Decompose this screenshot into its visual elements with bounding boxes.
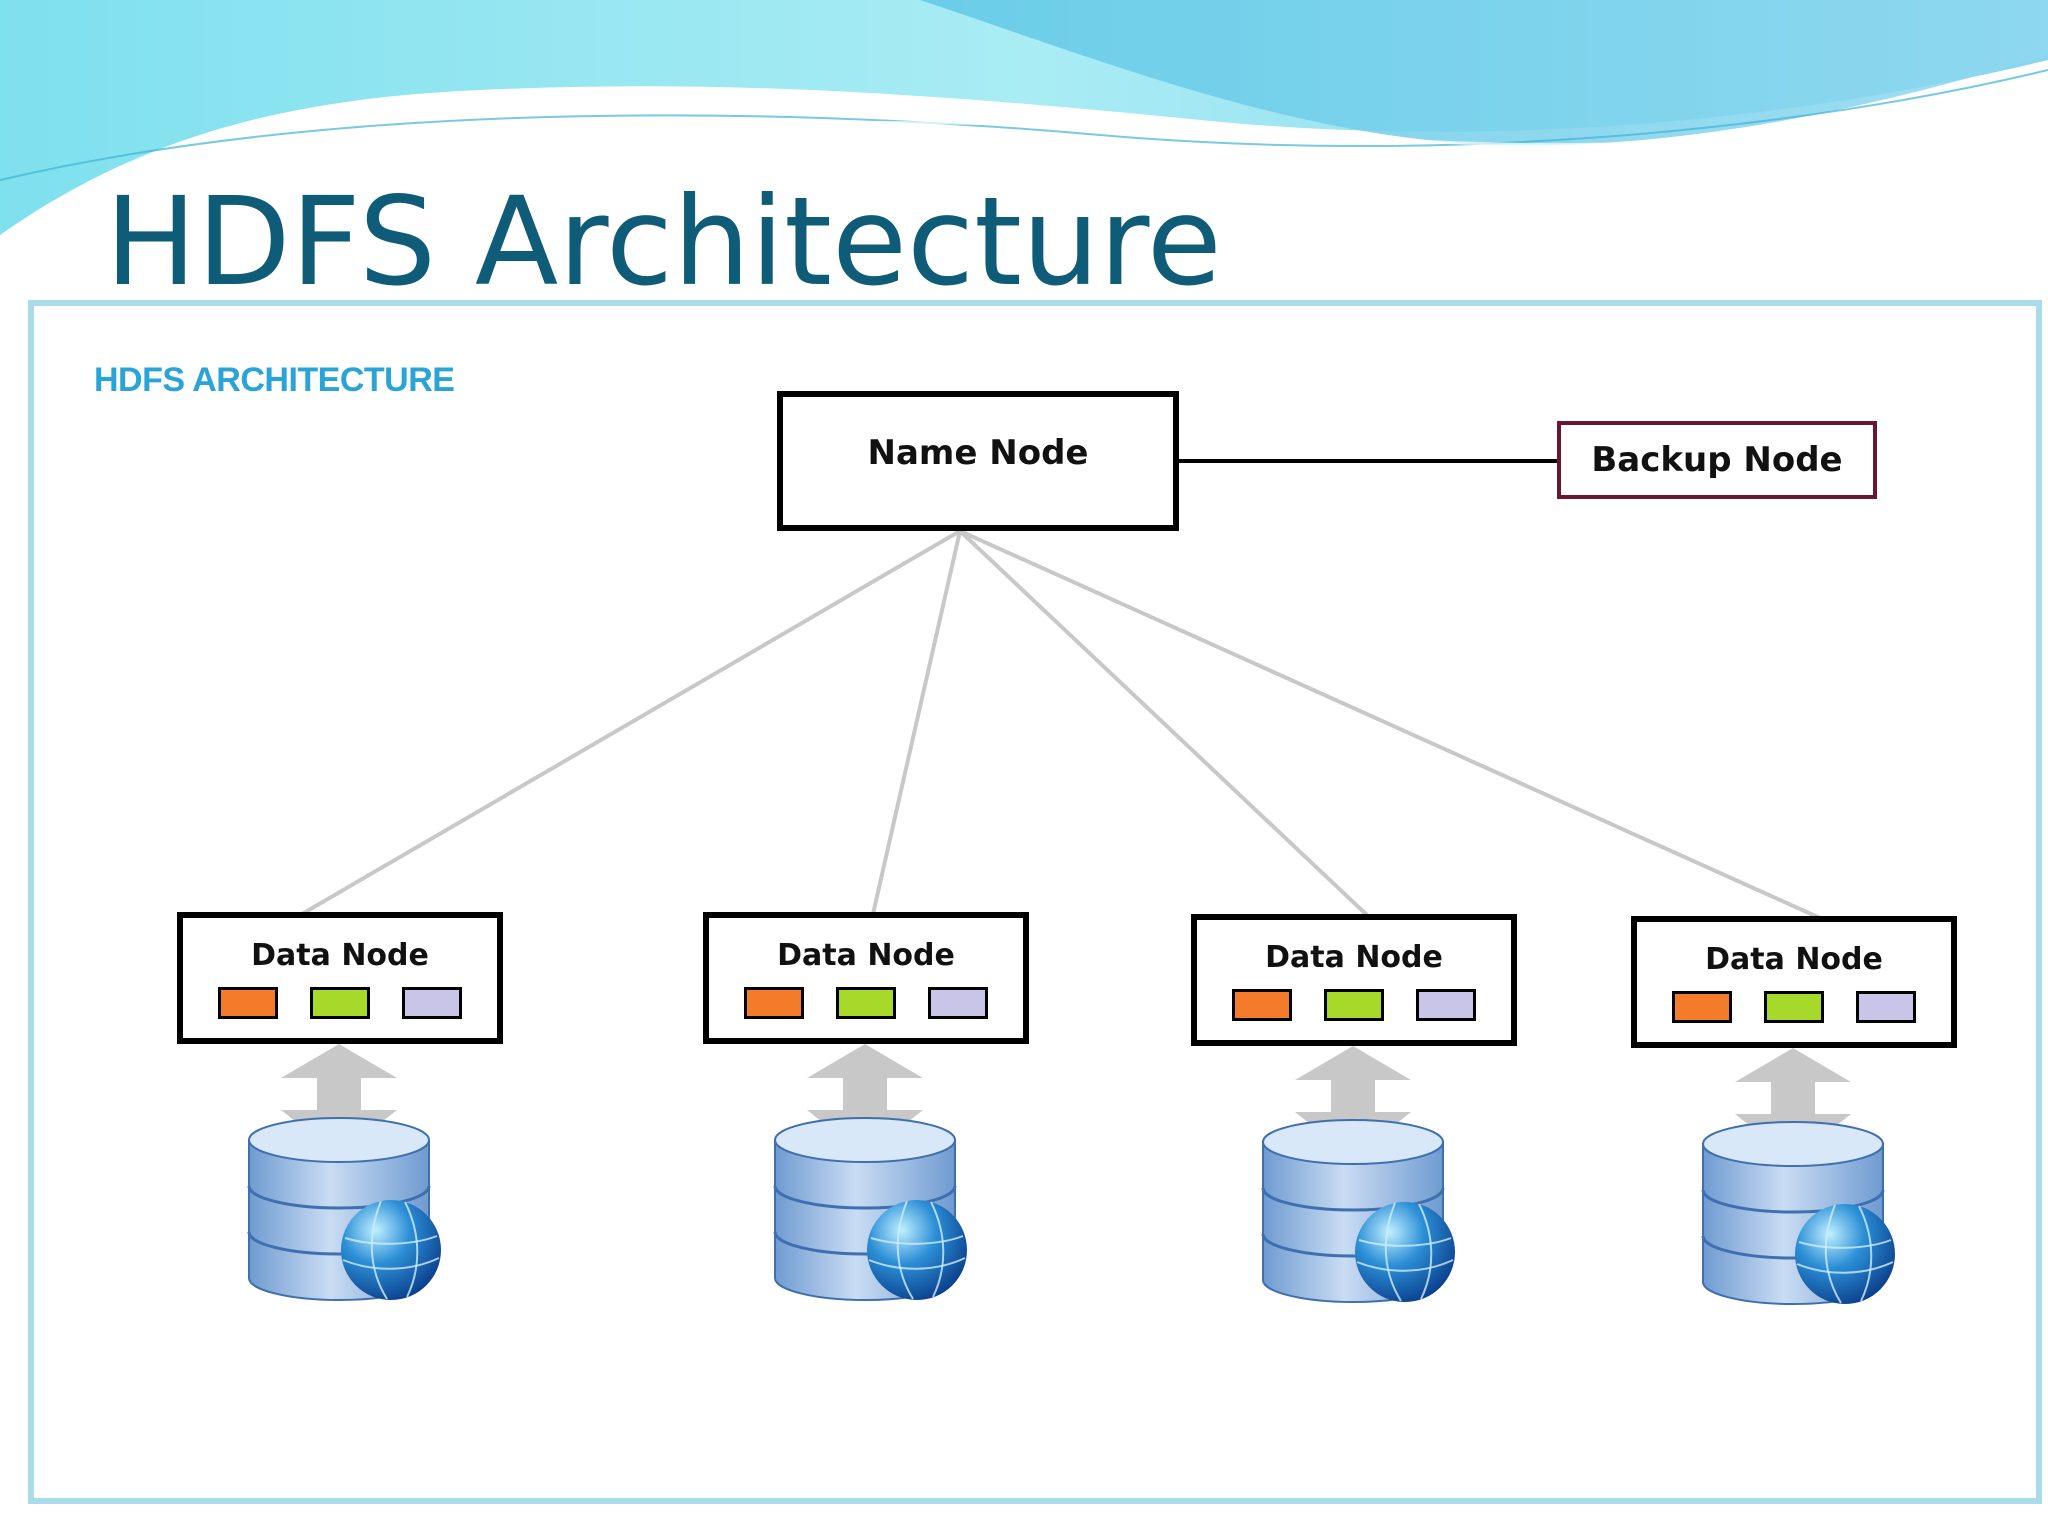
namenode-datanode-4-connector [959,529,1821,920]
name-node: Name Node [777,391,1179,531]
data-block-orange [1232,989,1292,1021]
globe-icon [1355,1202,1455,1302]
globe-icon [341,1200,441,1300]
data-node-label: Data Node [777,938,955,973]
data-block-lavender [402,987,462,1019]
diagram-heading: HDFS ARCHITECTURE [94,361,455,399]
globe-icon [867,1200,967,1300]
data-block-green [1324,989,1384,1021]
storage-unit-2 [773,1044,967,1301]
namenode-datanode-2-connector [871,530,962,915]
data-node-2: Data Node [703,912,1029,1044]
data-block-green [310,987,370,1019]
header-wave-decoration [0,0,2048,235]
data-node-label: Data Node [251,938,429,973]
data-node-label: Data Node [1705,942,1883,977]
data-blocks [183,987,497,1019]
storage-unit-1 [247,1044,441,1301]
data-node-1: Data Node [177,912,503,1044]
storage-unit-4 [1701,1048,1895,1305]
data-blocks [709,987,1023,1019]
database-icon [1701,1121,1885,1305]
data-node-label: Data Node [1265,940,1443,975]
globe-icon [1795,1204,1895,1304]
data-block-green [1764,991,1824,1023]
backup-node: Backup Node [1557,421,1877,499]
data-node-3: Data Node [1191,914,1517,1046]
data-block-lavender [928,987,988,1019]
slide-title: HDFS Architecture [105,171,1222,286]
data-block-lavender [1416,989,1476,1021]
storage-unit-3 [1261,1046,1455,1303]
data-blocks [1197,989,1511,1021]
data-block-green [836,987,896,1019]
storage-units [247,1044,1895,1305]
namenode-datanode-1-connector [300,529,962,916]
data-blocks [1637,991,1951,1023]
data-block-orange [1672,991,1732,1023]
data-node-4: Data Node [1631,916,1957,1048]
data-block-lavender [1856,991,1916,1023]
namenode-datanode-3-connector [958,529,1370,918]
data-block-orange [218,987,278,1019]
data-block-orange [744,987,804,1019]
